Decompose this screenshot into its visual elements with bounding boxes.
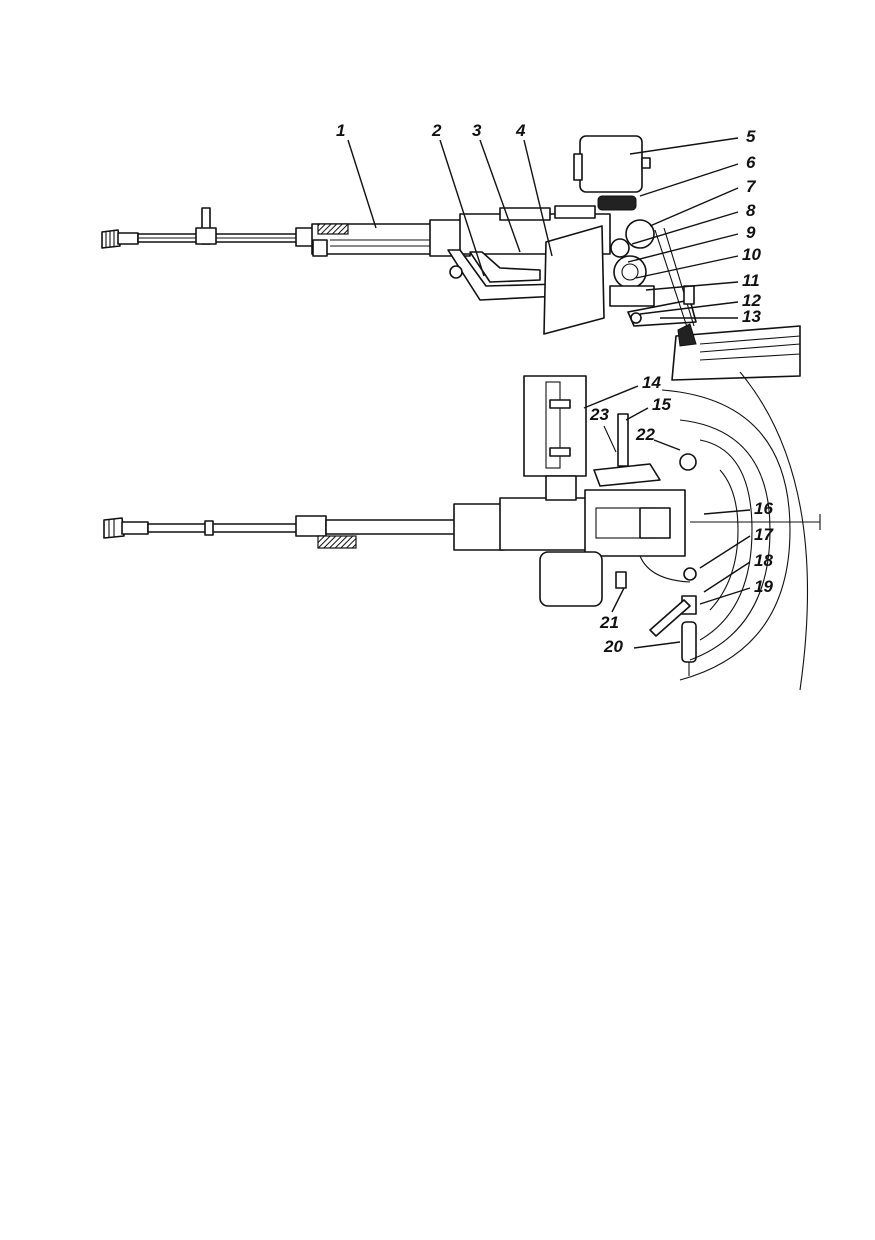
callout-12: 12 (742, 291, 761, 310)
side-flash-hider (101, 229, 139, 249)
callout-8: 8 (746, 201, 756, 220)
callout-21: 21 (599, 613, 619, 632)
callout-20: 20 (603, 637, 623, 656)
callout-22: 22 (635, 425, 655, 444)
side-turret-roof (671, 323, 801, 381)
callout-9: 9 (746, 223, 756, 242)
top-view (103, 371, 821, 691)
side-shield (543, 225, 605, 335)
callout-10: 10 (742, 245, 761, 264)
top-turret-ring (661, 371, 809, 691)
callout-11: 11 (742, 271, 760, 290)
callout-1: 1 (336, 121, 345, 140)
side-view (101, 135, 801, 381)
top-flash-hider (103, 517, 149, 539)
callout-7: 7 (746, 177, 757, 196)
callout-labels: 1 2 3 4 5 6 7 8 9 10 11 12 13 14 15 16 1… (336, 121, 774, 656)
callout-18: 18 (754, 551, 773, 570)
top-ammo-box-lower (539, 551, 627, 607)
top-barrel (147, 515, 457, 549)
callout-3: 3 (472, 121, 482, 140)
top-receiver (453, 489, 821, 557)
side-mount-arms (447, 249, 561, 301)
callout-6: 6 (746, 153, 756, 172)
leader-lines (347, 137, 751, 649)
callout-23: 23 (589, 405, 609, 424)
callout-2: 2 (431, 121, 442, 140)
callout-13: 13 (742, 307, 761, 326)
callout-19: 19 (754, 577, 773, 596)
callout-16: 16 (754, 499, 773, 518)
callout-15: 15 (652, 395, 671, 414)
callout-14: 14 (642, 373, 661, 392)
top-bracket (593, 413, 697, 487)
side-barrel (137, 207, 299, 245)
top-ammo-box-upper (523, 375, 587, 501)
side-ammo-box (573, 135, 651, 211)
callout-4: 4 (515, 121, 526, 140)
callout-17: 17 (754, 525, 774, 544)
top-handles (639, 555, 697, 676)
side-rear-mechanism (609, 219, 697, 331)
callout-5: 5 (746, 127, 756, 146)
